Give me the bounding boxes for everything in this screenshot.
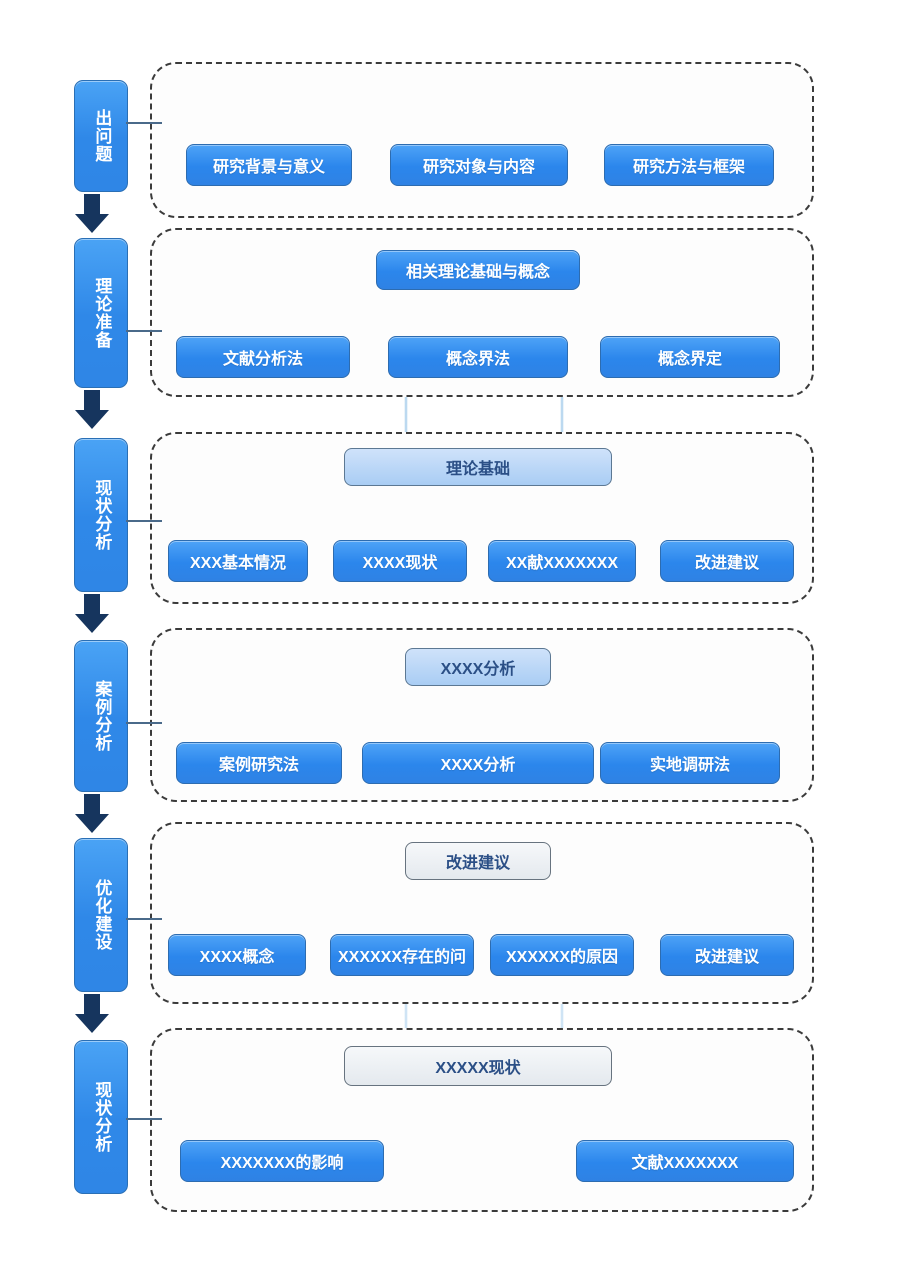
node-xxxx-analysis-parent[interactable]: XXXX分析 [405, 648, 551, 686]
stage-theory-preparation[interactable]: 理论准备 [74, 238, 128, 388]
stage-label: 理论准备 [92, 277, 112, 349]
node-xxxx-status[interactable]: XXXX现状 [333, 540, 467, 582]
node-label: XXXX现状 [362, 555, 438, 572]
node-label: 概念界定 [657, 351, 722, 368]
stage-label: 现状分析 [92, 1081, 112, 1153]
node-xx-literature[interactable]: XX献XXXXXXX [488, 540, 636, 582]
stage-connector-6 [126, 1118, 162, 1120]
stage-label: 现状分析 [92, 479, 112, 551]
stage-connector-1 [126, 122, 162, 124]
node-label: 改进建议 [445, 855, 510, 872]
node-xxxx-concept[interactable]: XXXX概念 [168, 934, 306, 976]
stage-connector-4 [126, 722, 162, 724]
stage-raise-question[interactable]: 出问题 [74, 80, 128, 192]
node-label: 理论基础 [445, 461, 510, 478]
node-label: 研究背景与意义 [212, 159, 325, 176]
node-xxxx-analysis[interactable]: XXXX分析 [362, 742, 594, 784]
section-container-1 [150, 62, 814, 218]
node-label: XXXXX现状 [435, 1060, 521, 1077]
node-concept-definition[interactable]: 概念界定 [600, 336, 780, 378]
node-theory-basis[interactable]: 理论基础 [344, 448, 612, 486]
node-label: 文献XXXXXXX [631, 1155, 739, 1172]
node-label: 相关理论基础与概念 [405, 264, 550, 281]
node-xxxxxxx-impact[interactable]: XXXXXXX的影响 [180, 1140, 384, 1182]
stage-status-analysis-2[interactable]: 现状分析 [74, 1040, 128, 1194]
stage-connector-5 [126, 918, 162, 920]
node-research-object[interactable]: 研究对象与内容 [390, 144, 568, 186]
node-improvement-suggestion-5[interactable]: 改进建议 [660, 934, 794, 976]
stage-connector-2 [126, 330, 162, 332]
node-label: 研究方法与框架 [632, 159, 745, 176]
node-improvement-suggestion-3[interactable]: 改进建议 [660, 540, 794, 582]
stage-down-arrow-3 [74, 594, 110, 634]
stage-case-analysis[interactable]: 案例分析 [74, 640, 128, 792]
stage-down-arrow-4 [74, 794, 110, 834]
node-research-background[interactable]: 研究背景与意义 [186, 144, 352, 186]
node-label: XX献XXXXXXX [505, 555, 619, 572]
stage-label: 优化建设 [92, 879, 112, 951]
stage-label: 案例分析 [92, 680, 112, 752]
node-label: 概念界法 [445, 351, 510, 368]
node-label: 研究对象与内容 [422, 159, 535, 176]
stage-optimization[interactable]: 优化建设 [74, 838, 128, 992]
stage-label: 出问题 [92, 109, 112, 163]
node-label: XXXXXX存在的问 [337, 949, 467, 966]
stage-down-arrow-5 [74, 994, 110, 1034]
node-xxxxxx-existing-problem[interactable]: XXXXXX存在的问 [330, 934, 474, 976]
node-label: XXXX分析 [440, 757, 516, 774]
node-label: XXX基本情况 [189, 555, 287, 572]
node-research-method[interactable]: 研究方法与框架 [604, 144, 774, 186]
node-label: XXXXXXX的影响 [220, 1155, 344, 1172]
node-label: 文献分析法 [222, 351, 303, 368]
node-xxxxx-status-parent[interactable]: XXXXX现状 [344, 1046, 612, 1086]
node-label: 案例研究法 [218, 757, 299, 774]
node-literature-xxxxxxx[interactable]: 文献XXXXXXX [576, 1140, 794, 1182]
node-label: 改进建议 [694, 949, 759, 966]
stage-connector-3 [126, 520, 162, 522]
node-label: XXXXXX的原因 [505, 949, 619, 966]
node-label: 改进建议 [694, 555, 759, 572]
node-label: XXXX概念 [199, 949, 275, 966]
node-literature-analysis[interactable]: 文献分析法 [176, 336, 350, 378]
node-improvement-suggestion-parent[interactable]: 改进建议 [405, 842, 551, 880]
node-xxxxxx-reason[interactable]: XXXXXX的原因 [490, 934, 634, 976]
node-theory-basis-concepts[interactable]: 相关理论基础与概念 [376, 250, 580, 290]
stage-status-analysis[interactable]: 现状分析 [74, 438, 128, 592]
node-xxx-basic-situation[interactable]: XXX基本情况 [168, 540, 308, 582]
node-field-research-method[interactable]: 实地调研法 [600, 742, 780, 784]
stage-down-arrow-2 [74, 390, 110, 430]
node-concept-boundary-method[interactable]: 概念界法 [388, 336, 568, 378]
node-case-study-method[interactable]: 案例研究法 [176, 742, 342, 784]
node-label: XXXX分析 [440, 661, 516, 678]
stage-down-arrow-1 [74, 194, 110, 234]
node-label: 实地调研法 [649, 757, 730, 774]
